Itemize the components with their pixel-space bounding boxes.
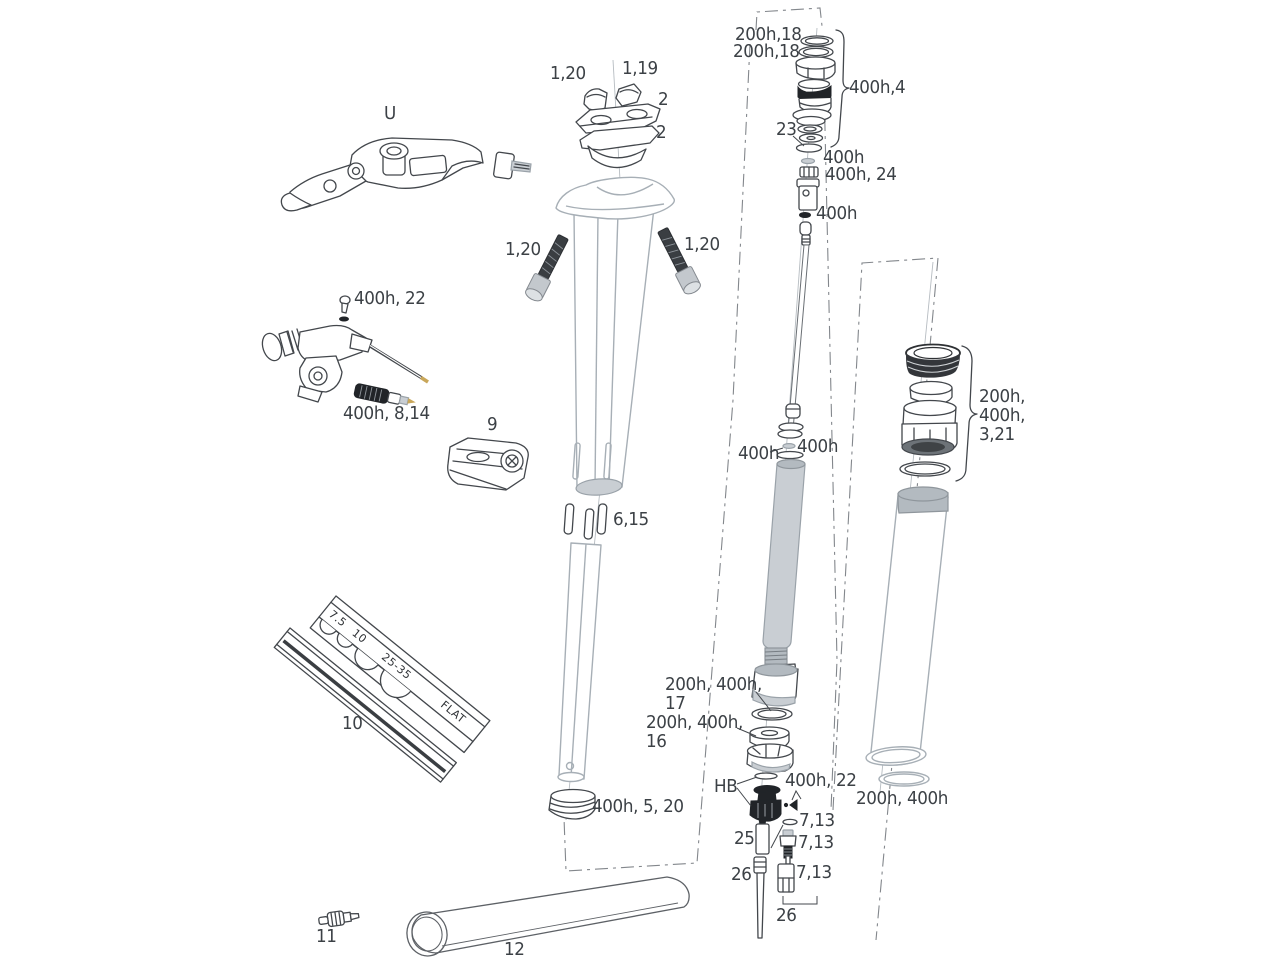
label-hose-barb: 11 [316, 926, 337, 947]
label-coupler-group: 26 [776, 905, 797, 926]
label-bleed-pin: 25 [734, 828, 755, 849]
label-lever-bleed-screw: 400h, 22 [354, 288, 426, 309]
label-head-bolt-left: 1,20 [505, 239, 541, 260]
label-post-clamp: 9 [487, 414, 498, 435]
lower-collar-drawing [548, 788, 596, 820]
label-head-seal-outer: 200h,18 [735, 24, 802, 45]
label-clamp-plate-lower: 2 [656, 122, 667, 143]
barrel-adjuster-drawing [493, 151, 532, 180]
label-coupler-oring: 7,13 [799, 810, 835, 831]
upper-post-drawing [555, 176, 675, 496]
remote-lever-drawing [280, 137, 484, 212]
label-actuator-rod: 26 [731, 864, 752, 885]
outer-lower-tube-drawing [406, 876, 690, 957]
label-spacer-washer: 400h [823, 147, 865, 168]
label-valve-oring: 400h [816, 203, 858, 224]
small-barb-drawing [318, 910, 360, 928]
label-remote-lever: U [384, 103, 396, 124]
head-bolt-left-drawing [525, 234, 569, 302]
label-ribbed-spacer: 400h, 24 [825, 164, 897, 185]
label-base-valve-parts: 400h, 22 [785, 770, 857, 791]
label-coupler-valve: 7,13 [798, 832, 834, 853]
label-piston-assembly: 400h,4 [849, 77, 906, 98]
internals-stack-drawing [746, 35, 836, 939]
wedge-tool-drawing: 7.5 10 25-35 FLAT [273, 595, 491, 783]
topcap-tube-drawing [865, 343, 961, 787]
label-guide-pins: 6,15 [613, 509, 649, 530]
label-top-cap-group: 200h, 400h, 3,21 [979, 386, 1026, 445]
label-wedge-tool: 10 [342, 713, 363, 734]
label-head-seal-inner: 200h,18 [733, 41, 800, 62]
label-hydraulic-base: HB [714, 776, 738, 797]
label-seal-head: 200h, 400h, 16 [646, 712, 743, 752]
label-ifp-washer: 200h, 400h, 17 [665, 674, 762, 714]
label-coupler-sleeve: 7,13 [796, 862, 832, 883]
label-clamp-plate-upper: 2 [658, 89, 669, 110]
guide-pins-drawing [563, 503, 608, 540]
hose-actuator-drawing [261, 295, 429, 406]
saddle-clamp-parts-drawing [575, 83, 661, 169]
label-outer-lower-tube: 12 [504, 939, 525, 960]
label-saddle-clamp-nut-right: 1,19 [622, 58, 658, 79]
label-shaft-oring: 400h [738, 443, 780, 464]
label-shaft-washer: 400h [797, 436, 839, 457]
leader-lines [736, 135, 818, 905]
label-piston-seals: 23 [776, 119, 797, 140]
lower-inner-tube-drawing [557, 542, 602, 783]
label-head-bolt-right: 1,20 [684, 234, 720, 255]
label-tube-base-oring: 200h, 400h [856, 788, 949, 809]
label-saddle-clamp-nut-left: 1,20 [550, 63, 586, 84]
braces [830, 29, 978, 482]
head-bolt-right-drawing [657, 227, 701, 295]
post-clamp-drawing [447, 437, 529, 491]
label-lower-collar: 400h, 5, 20 [592, 796, 684, 817]
label-hose-coupler: 400h, 8,14 [343, 403, 430, 424]
